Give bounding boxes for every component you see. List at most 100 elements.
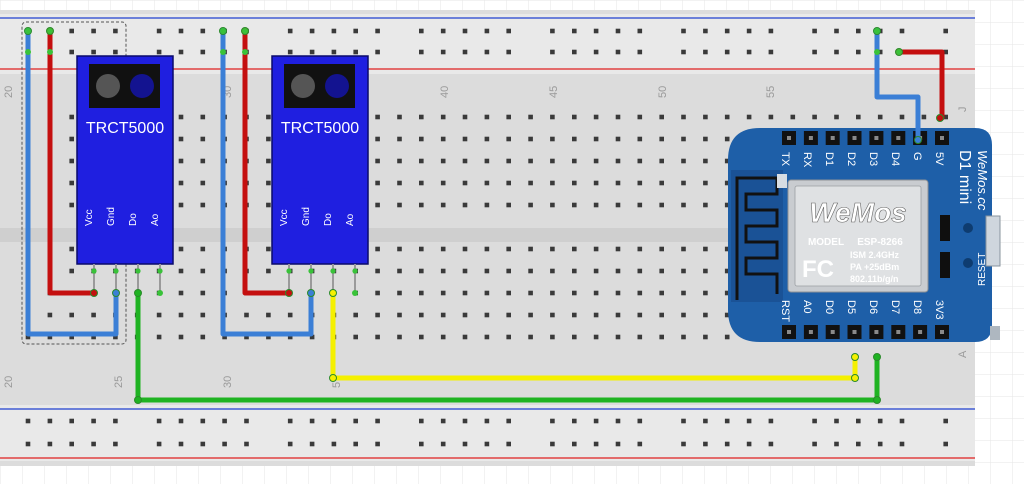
rail-hole (593, 418, 599, 424)
breadboard-hole (615, 334, 621, 340)
rail-hole (856, 441, 861, 447)
breadboard-hole (572, 312, 577, 318)
breadboard-hole (484, 114, 490, 120)
breadboard-hole (572, 202, 577, 208)
breadboard-hole (375, 158, 380, 164)
breadboard-hole (69, 202, 74, 208)
leg-joint (308, 268, 314, 274)
breadboard-hole (506, 114, 511, 120)
breadboard-hole (593, 114, 599, 120)
rail-hole (834, 418, 839, 424)
breadboard-hole (681, 312, 686, 318)
header-pin-tip (940, 330, 944, 334)
breadboard-hole (200, 268, 206, 274)
rail-hole (943, 418, 948, 424)
rail-hole (331, 49, 337, 55)
sensor-pin-label: Ao (345, 213, 356, 226)
rail-hole (222, 418, 227, 424)
breadboard-hole (484, 268, 490, 274)
breadboard-hole (615, 114, 621, 120)
breadboard-hole (156, 312, 162, 318)
reset-label: RESET (977, 253, 988, 286)
wire-endpoints (24, 27, 944, 404)
breadboard-hole (69, 334, 74, 340)
leg-joint (352, 268, 358, 274)
breadboard-hole (397, 158, 402, 164)
sensor-pin-label: Vcc (279, 209, 290, 226)
breadboard-hole (375, 334, 380, 340)
breadboard-hole (178, 334, 184, 340)
wire-yellow-do2-d5[interactable] (330, 290, 858, 381)
rail-hole (943, 28, 948, 34)
breadboard-hole (572, 334, 577, 340)
wire-blue-sensor2-gnd[interactable] (220, 28, 314, 337)
breadboard-hole (528, 202, 533, 208)
rail-hole (506, 418, 511, 424)
breadboard-hole (615, 246, 621, 252)
breadboard-hole (25, 334, 31, 340)
wire-green-do1-d6[interactable] (135, 290, 880, 403)
breadboard-hole (550, 114, 555, 120)
wire-endpoint (329, 374, 337, 382)
breadboard-hole (528, 334, 533, 340)
breadboard-hole (528, 268, 533, 274)
rail-hole (637, 49, 643, 55)
reset-button[interactable] (990, 326, 1000, 340)
sensor-label: TRCT5000 (86, 120, 164, 137)
sensor-pin-label: Do (128, 213, 139, 226)
leg-joint (157, 268, 163, 274)
rail-hole (25, 441, 31, 447)
breadboard-hole (156, 334, 162, 340)
breadboard-hole (69, 268, 74, 274)
rail-hole (462, 28, 468, 34)
trct5000-sensor-2[interactable]: TRCT5000 Vcc Gnd Do Ao (271, 55, 369, 265)
breadboard-hole (178, 290, 184, 296)
wire-blue-ground-g[interactable] (874, 28, 921, 143)
wire-endpoint (851, 353, 859, 361)
sensor-label: TRCT5000 (281, 120, 359, 137)
breadboard-hole (681, 246, 686, 252)
usb-connector (985, 215, 1001, 267)
breadboard-hole (506, 136, 511, 142)
wire-red-sensor2-vcc[interactable] (242, 28, 292, 296)
trct5000-sensor-1[interactable]: TRCT5000 Vcc Gnd Do Ao (76, 55, 174, 265)
breadboard-hole (506, 202, 511, 208)
breadboard-hole (659, 114, 664, 120)
breadboard-hole (856, 114, 861, 120)
breadboard-hole (703, 180, 708, 186)
header-pin-tip (830, 330, 835, 334)
wire-blue-sensor1-gnd[interactable] (25, 28, 119, 337)
connected-hole (874, 28, 880, 34)
breadboard-hole (703, 158, 708, 164)
breadboard-hole (703, 334, 708, 340)
breadboard-hole (375, 202, 380, 208)
wemos-d1-mini-board[interactable]: WeMos MODEL ESP-8266 FC ISM 2.4GHz PA +2… (728, 128, 1001, 342)
col-label: 45 (548, 86, 560, 98)
breadboard-hole (69, 114, 74, 120)
breadboard-hole (353, 312, 358, 318)
rail-hole (637, 418, 643, 424)
rail-hole (462, 441, 468, 447)
module-spec-3: 802.11b/g/n (850, 274, 899, 284)
rail-hole (812, 441, 817, 447)
breadboard-hole (440, 312, 446, 318)
connected-hole (896, 49, 902, 55)
breadboard-hole (681, 180, 686, 186)
breadboard-hole (484, 180, 490, 186)
pin-label: RST (779, 300, 791, 322)
breadboard-hole (593, 290, 599, 296)
breadboard-hole (834, 114, 839, 120)
bottom-power-rail (0, 405, 975, 461)
col-label: 25 (113, 376, 125, 388)
breadboard-hole (528, 312, 533, 318)
connected-hole (25, 28, 31, 34)
wire-red-sensor1-vcc[interactable] (47, 28, 97, 296)
breadboard-hole (266, 268, 271, 274)
wire-endpoint (851, 374, 859, 382)
breadboard-hole (178, 136, 184, 142)
header-pin-tip (830, 136, 835, 140)
rail-hole (113, 441, 118, 447)
pin-label: G (911, 152, 923, 161)
breadboard-hole (528, 158, 533, 164)
module-model-value: ESP-8266 (857, 237, 903, 248)
